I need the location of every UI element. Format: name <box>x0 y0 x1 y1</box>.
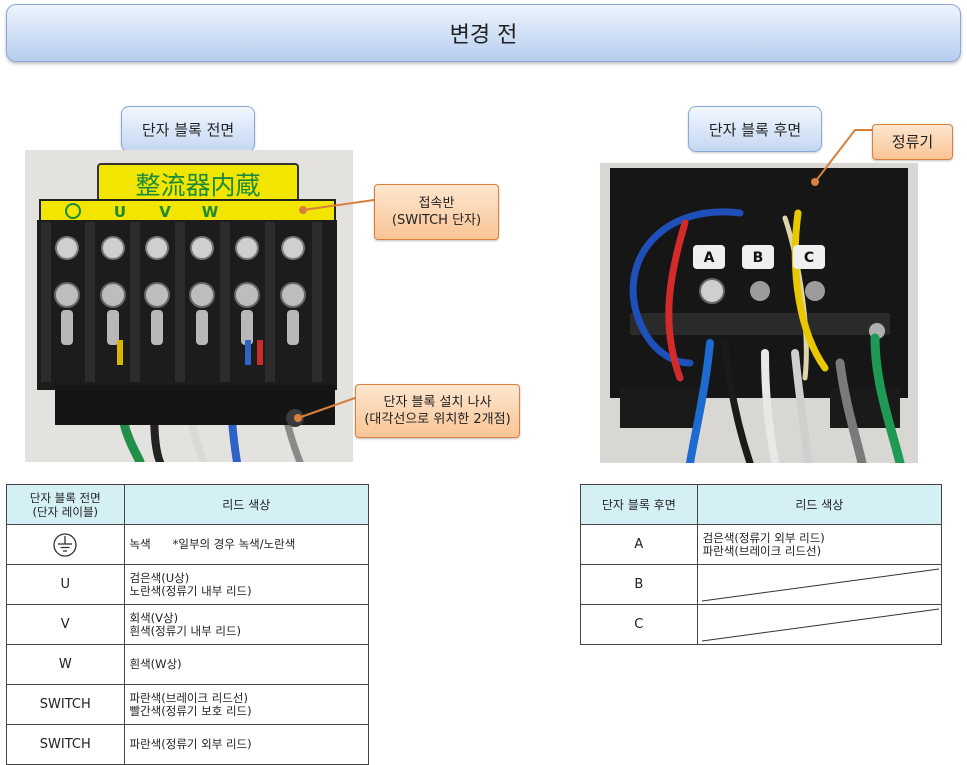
rear-terminal-letter-c: C <box>804 250 814 266</box>
crossed-out-cell <box>696 564 943 605</box>
rear-section-label: 단자 블록 후면 <box>688 106 822 152</box>
table-row: W 흰색(W상) <box>6 644 370 685</box>
table-row: A 검은색(정류기 외부 리드) 파란색(브레이크 리드선) <box>580 524 943 565</box>
table-row: V 회색(V상) 흰색(정류기 내부 리드) <box>6 604 370 645</box>
table-row: SWITCH 파란색(브레이크 리드선) 빨간색(정류기 보호 리드) <box>6 684 370 725</box>
table-row: C <box>580 604 943 645</box>
front-terminal-block-photo: 整流器内蔵 U V W <box>25 150 353 462</box>
front-terminal-letter-u: U <box>114 203 126 221</box>
page-title: 변경 전 <box>449 23 518 48</box>
front-table-header-lead: 리드 색상 <box>123 484 370 525</box>
diagonal-strike-line <box>701 568 939 602</box>
switch-terminal-callout: 접속반 (SWITCH 단자) <box>374 184 499 240</box>
front-lead-color-table: 단자 블록 전면 (단자 레이블) 리드 색상 녹색 *일부의 경우 녹색/노란… <box>6 484 370 765</box>
ground-symbol-icon <box>53 532 77 557</box>
crossed-out-cell <box>696 604 943 645</box>
plate-text: 整流器内蔵 <box>135 171 260 200</box>
table-row: SWITCH 파란색(정류기 외부 리드) <box>6 724 370 765</box>
rear-table-header-terminal: 단자 블록 후면 <box>580 484 698 525</box>
front-section-label: 단자 블록 전면 <box>121 106 255 152</box>
table-row: 녹색 *일부의 경우 녹색/노란색 <box>6 524 370 565</box>
front-terminal-letter-v: V <box>159 203 171 221</box>
rear-label-a-box <box>693 245 725 269</box>
rear-label-b-box <box>742 245 774 269</box>
rear-table-header-lead: 리드 색상 <box>696 484 943 525</box>
table-row: B <box>580 564 943 605</box>
table-row: U 검은색(U상) 노란색(정류기 내부 리드) <box>6 564 370 605</box>
front-table-header-terminal: 단자 블록 전면 (단자 레이블) <box>6 484 125 525</box>
rear-lead-color-table: 단자 블록 후면 리드 색상 A 검은색(정류기 외부 리드) 파란색(브레이크… <box>580 484 943 645</box>
rear-terminal-letter-b: B <box>753 250 764 266</box>
front-terminal-letter-w: W <box>202 203 219 221</box>
ground-key-cell <box>6 524 125 565</box>
rectifier-callout: 정류기 <box>872 124 953 160</box>
diagonal-strike-line <box>701 608 939 642</box>
rear-label-c-box <box>793 245 825 269</box>
rear-terminal-letter-a: A <box>704 250 715 266</box>
title-banner: 변경 전 <box>6 4 961 62</box>
rear-terminal-block-photo: A B C <box>600 163 918 463</box>
mounting-screw-callout: 단자 블록 설치 나사 (대각선으로 위치한 2개점) <box>355 384 520 438</box>
